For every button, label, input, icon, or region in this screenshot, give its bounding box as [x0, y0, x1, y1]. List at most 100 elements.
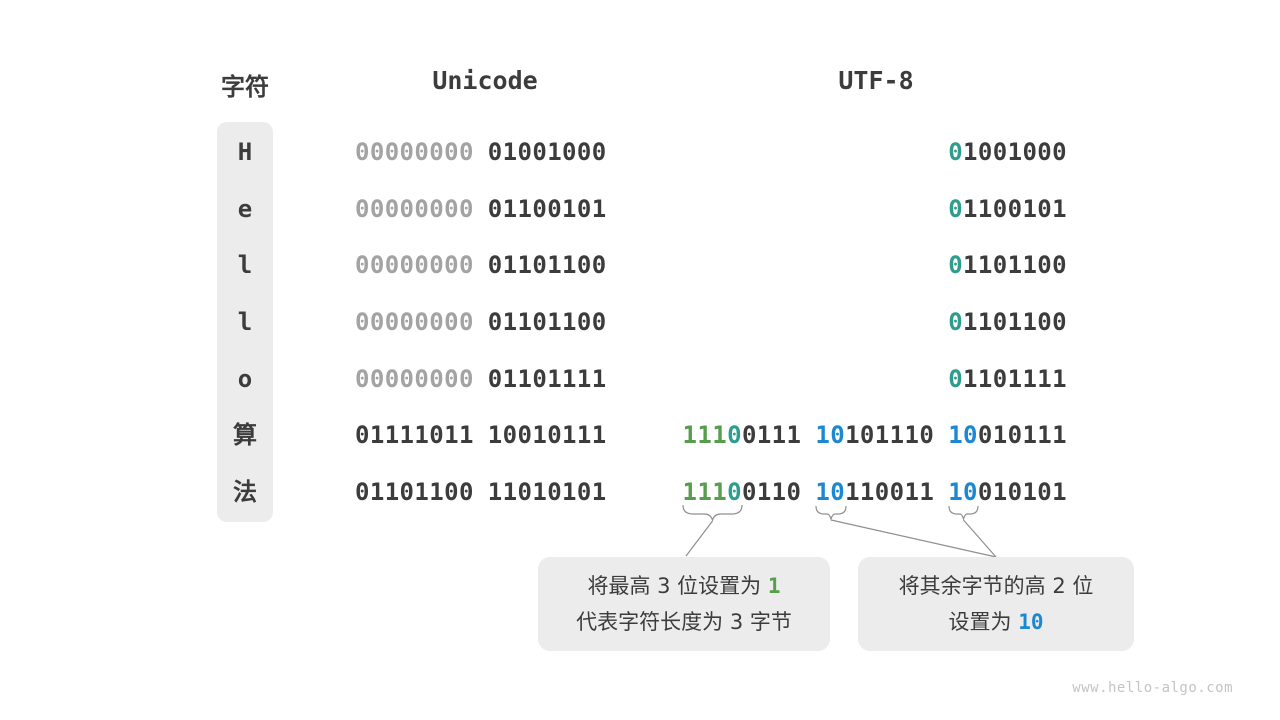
binary-byte: 10110011 [815, 478, 934, 506]
connector-line-right-callout-1 [830, 519, 997, 558]
text-segment: 111 [682, 478, 728, 506]
text-segment: 1101111 [963, 365, 1067, 393]
character-cell: H [237, 138, 253, 166]
callout-text-line: 代表字符长度为 3 字节 [576, 604, 792, 640]
text-segment: 1001000 [963, 138, 1067, 166]
text-segment: 00000000 [355, 308, 474, 336]
callout-text-line: 设置为 10 [949, 604, 1044, 640]
binary-byte: 10101110 [815, 421, 934, 449]
binary-byte: 01101111 [488, 365, 607, 393]
text-segment: 01101100 [355, 478, 474, 506]
unicode-cell: 01101100 11010101 [355, 464, 607, 520]
text-segment: 01111011 [355, 421, 474, 449]
binary-byte: 00000000 [355, 365, 474, 393]
callout-continuation-byte-rule: 将其余字节的高 2 位设置为 10 [858, 557, 1134, 651]
text-segment: 01101111 [487, 365, 607, 393]
unicode-cell: 00000000 01101100 [355, 237, 607, 293]
text-segment: 0110 [741, 478, 802, 506]
callout-text-line: 将最高 3 位设置为 1 [587, 568, 780, 604]
binary-byte: 01101100 [488, 308, 607, 336]
binary-byte: 00000000 [355, 195, 474, 223]
text-segment: 111 [682, 421, 728, 449]
text-segment: 1101100 [963, 308, 1067, 336]
text-segment: 11010101 [487, 478, 607, 506]
text-segment: 00000000 [355, 195, 474, 223]
unicode-cell: 00000000 01101111 [355, 351, 607, 407]
text-segment: 设置为 [948, 610, 1019, 634]
table-row: l 00000000 01101100 01101100 [0, 237, 1280, 293]
binary-byte: 01001000 [948, 138, 1067, 166]
character-cell: 法 [233, 478, 257, 506]
watermark: www.hello-algo.com [1072, 680, 1233, 696]
binary-byte: 00000000 [355, 138, 474, 166]
utf8-cell: 01101100 [948, 237, 1067, 293]
character-cell: 算 [233, 421, 257, 449]
callout-leading-byte-rule: 将最高 3 位设置为 1 代表字符长度为 3 字节 [538, 557, 830, 651]
text-segment: 101110 [845, 421, 935, 449]
binary-byte: 01101111 [948, 365, 1067, 393]
character-cell: e [237, 195, 253, 223]
binary-byte: 01101100 [948, 308, 1067, 336]
text-segment: 010101 [977, 478, 1067, 506]
binary-byte: 10010101 [948, 478, 1067, 506]
text-segment: 01101100 [487, 308, 607, 336]
binary-byte: 01101100 [488, 251, 607, 279]
binary-byte: 10010111 [948, 421, 1067, 449]
character-column-background [217, 122, 273, 522]
text-segment: 10010111 [487, 421, 607, 449]
binary-byte: 01101100 [355, 478, 474, 506]
binary-byte: 00000000 [355, 308, 474, 336]
text-segment: 10 [948, 478, 978, 506]
binary-byte: 01001000 [488, 138, 607, 166]
text-segment: 0 [948, 251, 964, 279]
character-cell: o [237, 365, 253, 393]
connector-line-left-callout [685, 520, 713, 557]
unicode-cell: 00000000 01001000 [355, 124, 607, 180]
text-segment: 010111 [977, 421, 1067, 449]
binary-byte: 10010111 [488, 421, 607, 449]
text-segment: 0 [948, 138, 964, 166]
column-header-utf8: UTF-8 [838, 66, 914, 95]
text-segment: 0 [948, 365, 964, 393]
unicode-cell: 00000000 01101100 [355, 294, 607, 350]
utf8-cell: 01101100 [948, 294, 1067, 350]
text-segment: 10 [1018, 610, 1044, 634]
column-header-char: 字符 [221, 73, 269, 101]
utf8-cell: 01001000 [948, 124, 1067, 180]
binary-byte: 01101100 [948, 251, 1067, 279]
text-segment: 0 [727, 478, 742, 506]
text-segment: 将最高 3 位设置为 [587, 574, 768, 598]
unicode-cell: 00000000 01100101 [355, 181, 607, 237]
binary-byte: 11100111 [683, 421, 802, 449]
text-segment: 将其余字节的高 2 位 [898, 574, 1094, 598]
text-segment: 00000000 [355, 138, 474, 166]
text-segment: 10 [948, 421, 978, 449]
connector-line-right-callout-2 [963, 519, 997, 558]
text-segment: 0 [727, 421, 742, 449]
text-segment: 0 [948, 195, 964, 223]
text-segment: 10 [815, 421, 846, 449]
character-cell: l [237, 308, 253, 336]
binary-byte: 01100101 [488, 195, 607, 223]
callout-text-line: 将其余字节的高 2 位 [899, 568, 1094, 604]
text-segment: 110011 [845, 478, 935, 506]
text-segment: 01001000 [487, 138, 607, 166]
text-segment: 1100101 [963, 195, 1067, 223]
text-segment: 01101100 [487, 251, 607, 279]
binary-byte: 00000000 [355, 251, 474, 279]
text-segment: 01100101 [487, 195, 607, 223]
column-header-unicode: Unicode [432, 66, 538, 95]
utf8-cell: 01100101 [948, 181, 1067, 237]
binary-byte: 11010101 [488, 478, 607, 506]
text-segment: 10 [815, 478, 846, 506]
character-cell: l [237, 251, 253, 279]
text-segment: 00000000 [355, 251, 474, 279]
text-segment: 0 [948, 308, 964, 336]
utf8-cell: 01101111 [948, 351, 1067, 407]
text-segment: 代表字符长度为 3 字节 [576, 610, 792, 634]
